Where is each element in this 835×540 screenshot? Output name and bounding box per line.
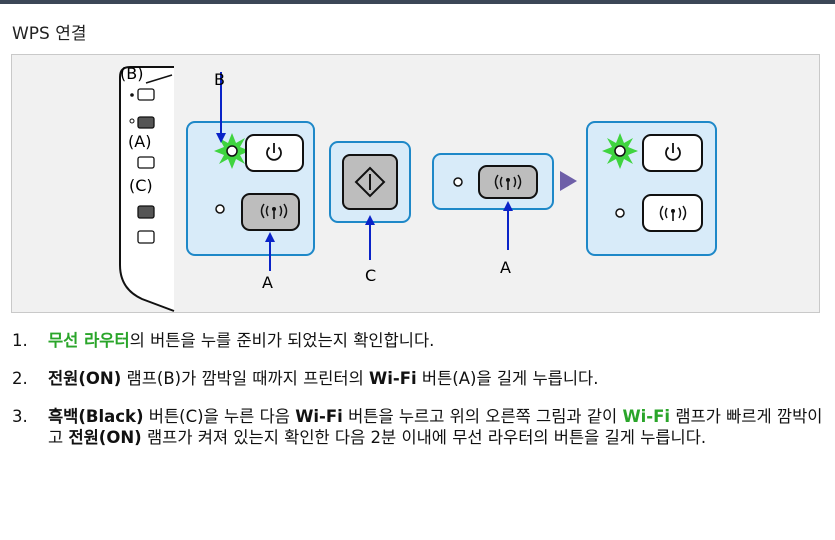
label-a-1: A [262,273,273,292]
power-on-label: 전원(ON) [48,369,122,388]
step-number: 2. [12,369,28,388]
top-bar [0,0,835,4]
wifi-lamp-link[interactable]: Wi-Fi [622,407,671,426]
wifi-icon [494,174,522,190]
step-number: 3. [12,407,28,426]
green-lamp-flashing-icon [214,133,250,169]
section-title: WPS 연결 [12,24,87,44]
green-lamp-flashing-icon [602,133,638,169]
step-text: 램프(B)가 깜박일 때까지 프린터의 [121,369,370,388]
step-number: 1. [12,331,28,350]
label-b-top: B [214,70,225,89]
step-text: 의 버튼을 누를 준비가 되었는지 확인합니다. [129,331,435,350]
side-label-b: (B) [120,64,143,83]
step-text: 버튼(A)을 길게 누릅니다. [416,369,599,388]
power-icon [665,143,681,161]
start-diamond-icon [354,166,386,198]
panel-black-button: C [329,141,411,285]
side-label-a: (A) [128,132,151,151]
step-text: 램프가 켜져 있는지 확인한 다음 2분 이내에 무선 라우터의 버튼을 길게 … [141,428,707,447]
side-label-c: (C) [129,176,153,195]
power-on-label: 전원(ON) [68,428,142,447]
step-text: 버튼(C)을 누른 다음 [143,407,296,426]
power-button [245,134,304,172]
next-arrow-icon [560,171,577,191]
step-text: 버튼을 누르고 위의 오른쪽 그림과 같이 [342,407,623,426]
step-1: 1. 무선 라우터의 버튼을 누를 준비가 되었는지 확인합니다. [10,330,825,351]
wifi-icon [260,203,288,219]
black-button-label: 흑백(Black) [48,407,144,426]
wifi-label: Wi-Fi [295,407,343,426]
wps-illustration: (B) (A) (C) [11,54,820,313]
illustration-svg: (B) (A) (C) [119,64,717,312]
label-c: C [365,266,376,285]
instruction-steps: 1. 무선 라우터의 버튼을 누를 준비가 되었는지 확인합니다. 2. 전원(… [10,330,825,465]
panel-result [586,121,717,256]
step-text: 램프가 빠르게 깜박이고 [48,407,823,447]
wifi-label: Wi-Fi [369,369,417,388]
wifi-icon [659,205,687,221]
printer-side-panel: (B) (A) (C) [119,64,175,312]
step-3: 3. 흑백(Black) 버튼(C)을 누른 다음 Wi-Fi 버튼을 누르고 … [10,406,825,448]
panel-hold-wifi: B A [186,70,315,292]
panel-press-wifi: A [432,153,554,277]
wireless-router-link[interactable]: 무선 라우터 [48,331,130,350]
label-a-2: A [500,258,511,277]
power-icon [266,143,282,161]
wifi-button [241,193,300,231]
step-2: 2. 전원(ON) 램프(B)가 깜박일 때까지 프린터의 Wi-Fi 버튼(A… [10,368,825,389]
